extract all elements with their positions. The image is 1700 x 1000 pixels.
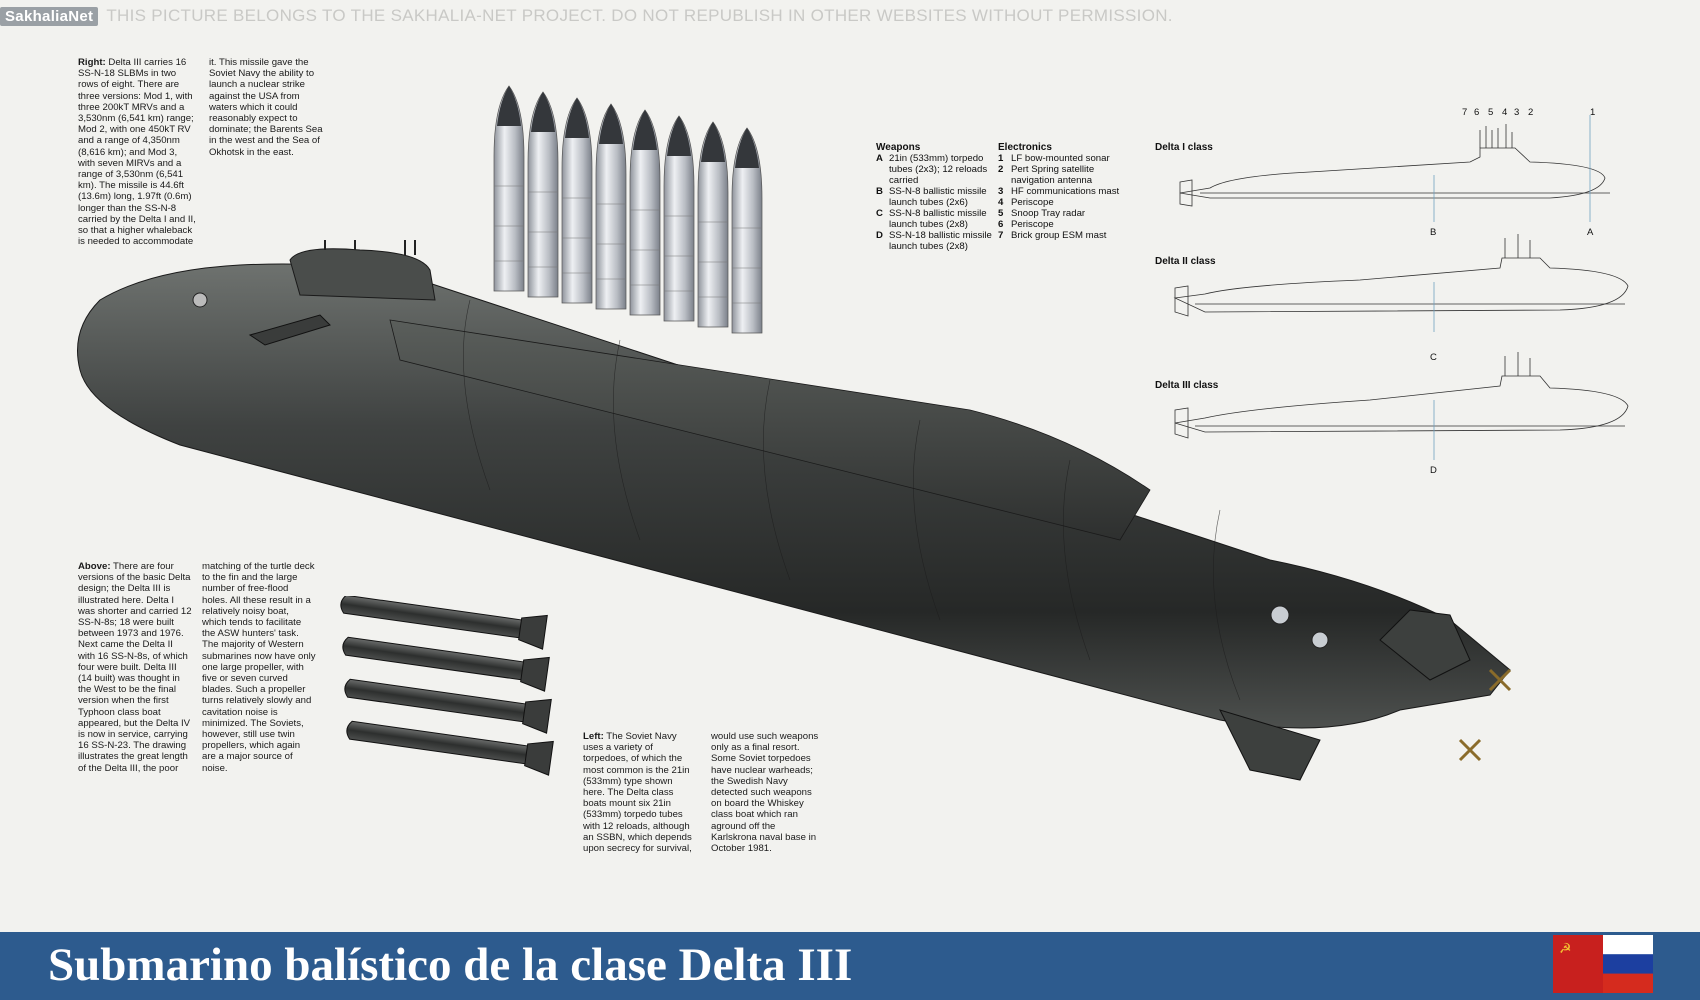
weapons-items: A 21in (533mm) torpedo tubes (2x3); 12 re… (876, 153, 999, 252)
electronics-item-text: Periscope (1011, 197, 1054, 208)
electronics-item-key: 4 (998, 197, 1004, 208)
missiles-illustration (493, 85, 763, 334)
mast-number: 6 (1474, 107, 1480, 118)
mast-number: 1 (1590, 107, 1596, 118)
electronics-item: 3 HF communications mast (998, 186, 1121, 197)
missile (663, 115, 695, 322)
missile (697, 121, 729, 328)
watermark-text: THIS PICTURE BELONGS TO THE SAKHALIA-NET… (106, 6, 1173, 25)
delta-2-profile (1173, 234, 1629, 332)
torpedo (344, 678, 552, 734)
weapons-item-key: B (876, 186, 883, 197)
electronics-item: 5 Snoop Tray radar (998, 208, 1121, 219)
missile (595, 103, 627, 310)
left-caption-col1: Left: The Soviet Navy uses a variety of … (583, 731, 695, 854)
electronics-item-key: 5 (998, 208, 1004, 219)
torpedo (340, 596, 548, 650)
watermark-logo: SakhaliaNet (0, 7, 99, 26)
profile-title-delta-1: Delta I class (1155, 142, 1213, 153)
right-caption-col2: it. This missile gave the Soviet Navy th… (209, 57, 324, 158)
left-caption-lead: Left: (583, 731, 604, 742)
profile-drawings (1173, 115, 1629, 460)
electronics-item-key: 6 (998, 219, 1004, 230)
missile (493, 85, 525, 292)
right-caption-text-1: Delta III carries 16 SS-N-18 SLBMs in tw… (78, 57, 196, 248)
missile (527, 91, 559, 298)
svg-text:☭: ☭ (1559, 941, 1572, 957)
weapons-item-text: SS-N-8 ballistic missile launch tubes (2… (889, 208, 987, 230)
electronics-item-text: Pert Spring satellite navigation antenna (1011, 164, 1095, 186)
profile-title-delta-3: Delta III class (1155, 380, 1219, 391)
soviet-flag-icon: ☭ (1553, 935, 1603, 993)
weapons-item: D SS-N-18 ballistic missile launch tubes … (876, 230, 999, 252)
electronics-item-text: HF communications mast (1011, 186, 1120, 197)
weapons-title: Weapons (876, 142, 921, 153)
missile (629, 109, 661, 316)
marker-b: B (1430, 227, 1437, 238)
delta-1-profile (1179, 115, 1610, 222)
missile (561, 97, 593, 304)
torpedoes-illustration (340, 596, 554, 776)
russian-flag-icon (1603, 935, 1653, 993)
marker-d: D (1430, 465, 1437, 476)
electronics-item-key: 3 (998, 186, 1004, 197)
above-caption-lead: Above: (78, 561, 111, 572)
electronics-item-text: Brick group ESM mast (1011, 230, 1107, 241)
watermark: SakhaliaNet THIS PICTURE BELONGS TO THE S… (0, 6, 1173, 26)
electronics-list: Electronics 1 LF bow-mounted sonar 2 Pert S… (998, 142, 1121, 241)
mast-number: 7 (1462, 107, 1468, 118)
weapons-list: Weapons A 21in (533mm) torpedo tubes (2x3… (876, 142, 999, 252)
electronics-items: 1 LF bow-mounted sonar 2 Pert Spring satell… (998, 153, 1121, 241)
mast-number: 2 (1528, 107, 1534, 118)
torpedo (342, 636, 550, 692)
marker-a: A (1587, 227, 1594, 238)
weapons-item-text: SS-N-8 ballistic missile launch tubes (2… (889, 186, 987, 208)
electronics-item: 1 LF bow-mounted sonar (998, 153, 1121, 164)
electronics-item: 6 Periscope (998, 219, 1121, 230)
above-caption-col2: matching of the turtle deck to the fin a… (202, 561, 316, 774)
mast-number: 5 (1488, 107, 1494, 118)
left-caption-text-1: The Soviet Navy uses a variety of torped… (583, 731, 692, 855)
electronics-item: 4 Periscope (998, 197, 1121, 208)
right-caption-lead: Right: (78, 57, 106, 68)
torpedo (346, 720, 554, 776)
electronics-title: Electronics (998, 142, 1052, 153)
mast-number: 3 (1514, 107, 1520, 118)
weapons-item-text: 21in (533mm) torpedo tubes (2x3); 12 rel… (889, 153, 988, 186)
electronics-item-text: Snoop Tray radar (1011, 208, 1086, 219)
missile (731, 127, 763, 334)
footer-banner: Submarino balístico de la clase Delta II… (0, 932, 1700, 1000)
submarine-illustration (77, 240, 1512, 781)
electronics-item-key: 2 (998, 164, 1004, 175)
weapons-item-text: SS-N-18 ballistic missile launch tubes (… (889, 230, 992, 252)
profile-title-delta-2: Delta II class (1155, 256, 1216, 267)
weapons-item-key: C (876, 208, 883, 219)
left-caption-text-2: would use such weapons only as a final r… (711, 731, 819, 855)
weapons-item: B SS-N-8 ballistic missile launch tubes (… (876, 186, 999, 208)
marker-c: C (1430, 352, 1437, 363)
electronics-item: 7 Brick group ESM mast (998, 230, 1121, 241)
left-caption-col2: would use such weapons only as a final r… (711, 731, 823, 854)
electronics-item-text: Periscope (1011, 219, 1054, 230)
electronics-item: 2 Pert Spring satellite navigation antenn… (998, 164, 1121, 186)
electronics-item-key: 1 (998, 153, 1004, 164)
above-caption-col1: Above: There are four versions of the ba… (78, 561, 192, 774)
right-caption-col1: Right: Delta III carries 16 SS-N-18 SLBM… (78, 57, 196, 247)
mast-number: 4 (1502, 107, 1508, 118)
right-caption-text-2: it. This missile gave the Soviet Navy th… (209, 57, 323, 158)
weapons-item-key: A (876, 153, 883, 164)
above-caption-text-2: matching of the turtle deck to the fin a… (202, 561, 316, 774)
electronics-item-text: LF bow-mounted sonar (1011, 153, 1110, 164)
electronics-item-key: 7 (998, 230, 1004, 241)
weapons-item-key: D (876, 230, 883, 241)
delta-3-profile (1174, 352, 1629, 460)
weapons-item: C SS-N-8 ballistic missile launch tubes (… (876, 208, 999, 230)
weapons-item: A 21in (533mm) torpedo tubes (2x3); 12 re… (876, 153, 999, 186)
footer-title: Submarino balístico de la clase Delta II… (48, 939, 853, 991)
above-caption-text-1: There are four versions of the basic Del… (78, 561, 192, 774)
